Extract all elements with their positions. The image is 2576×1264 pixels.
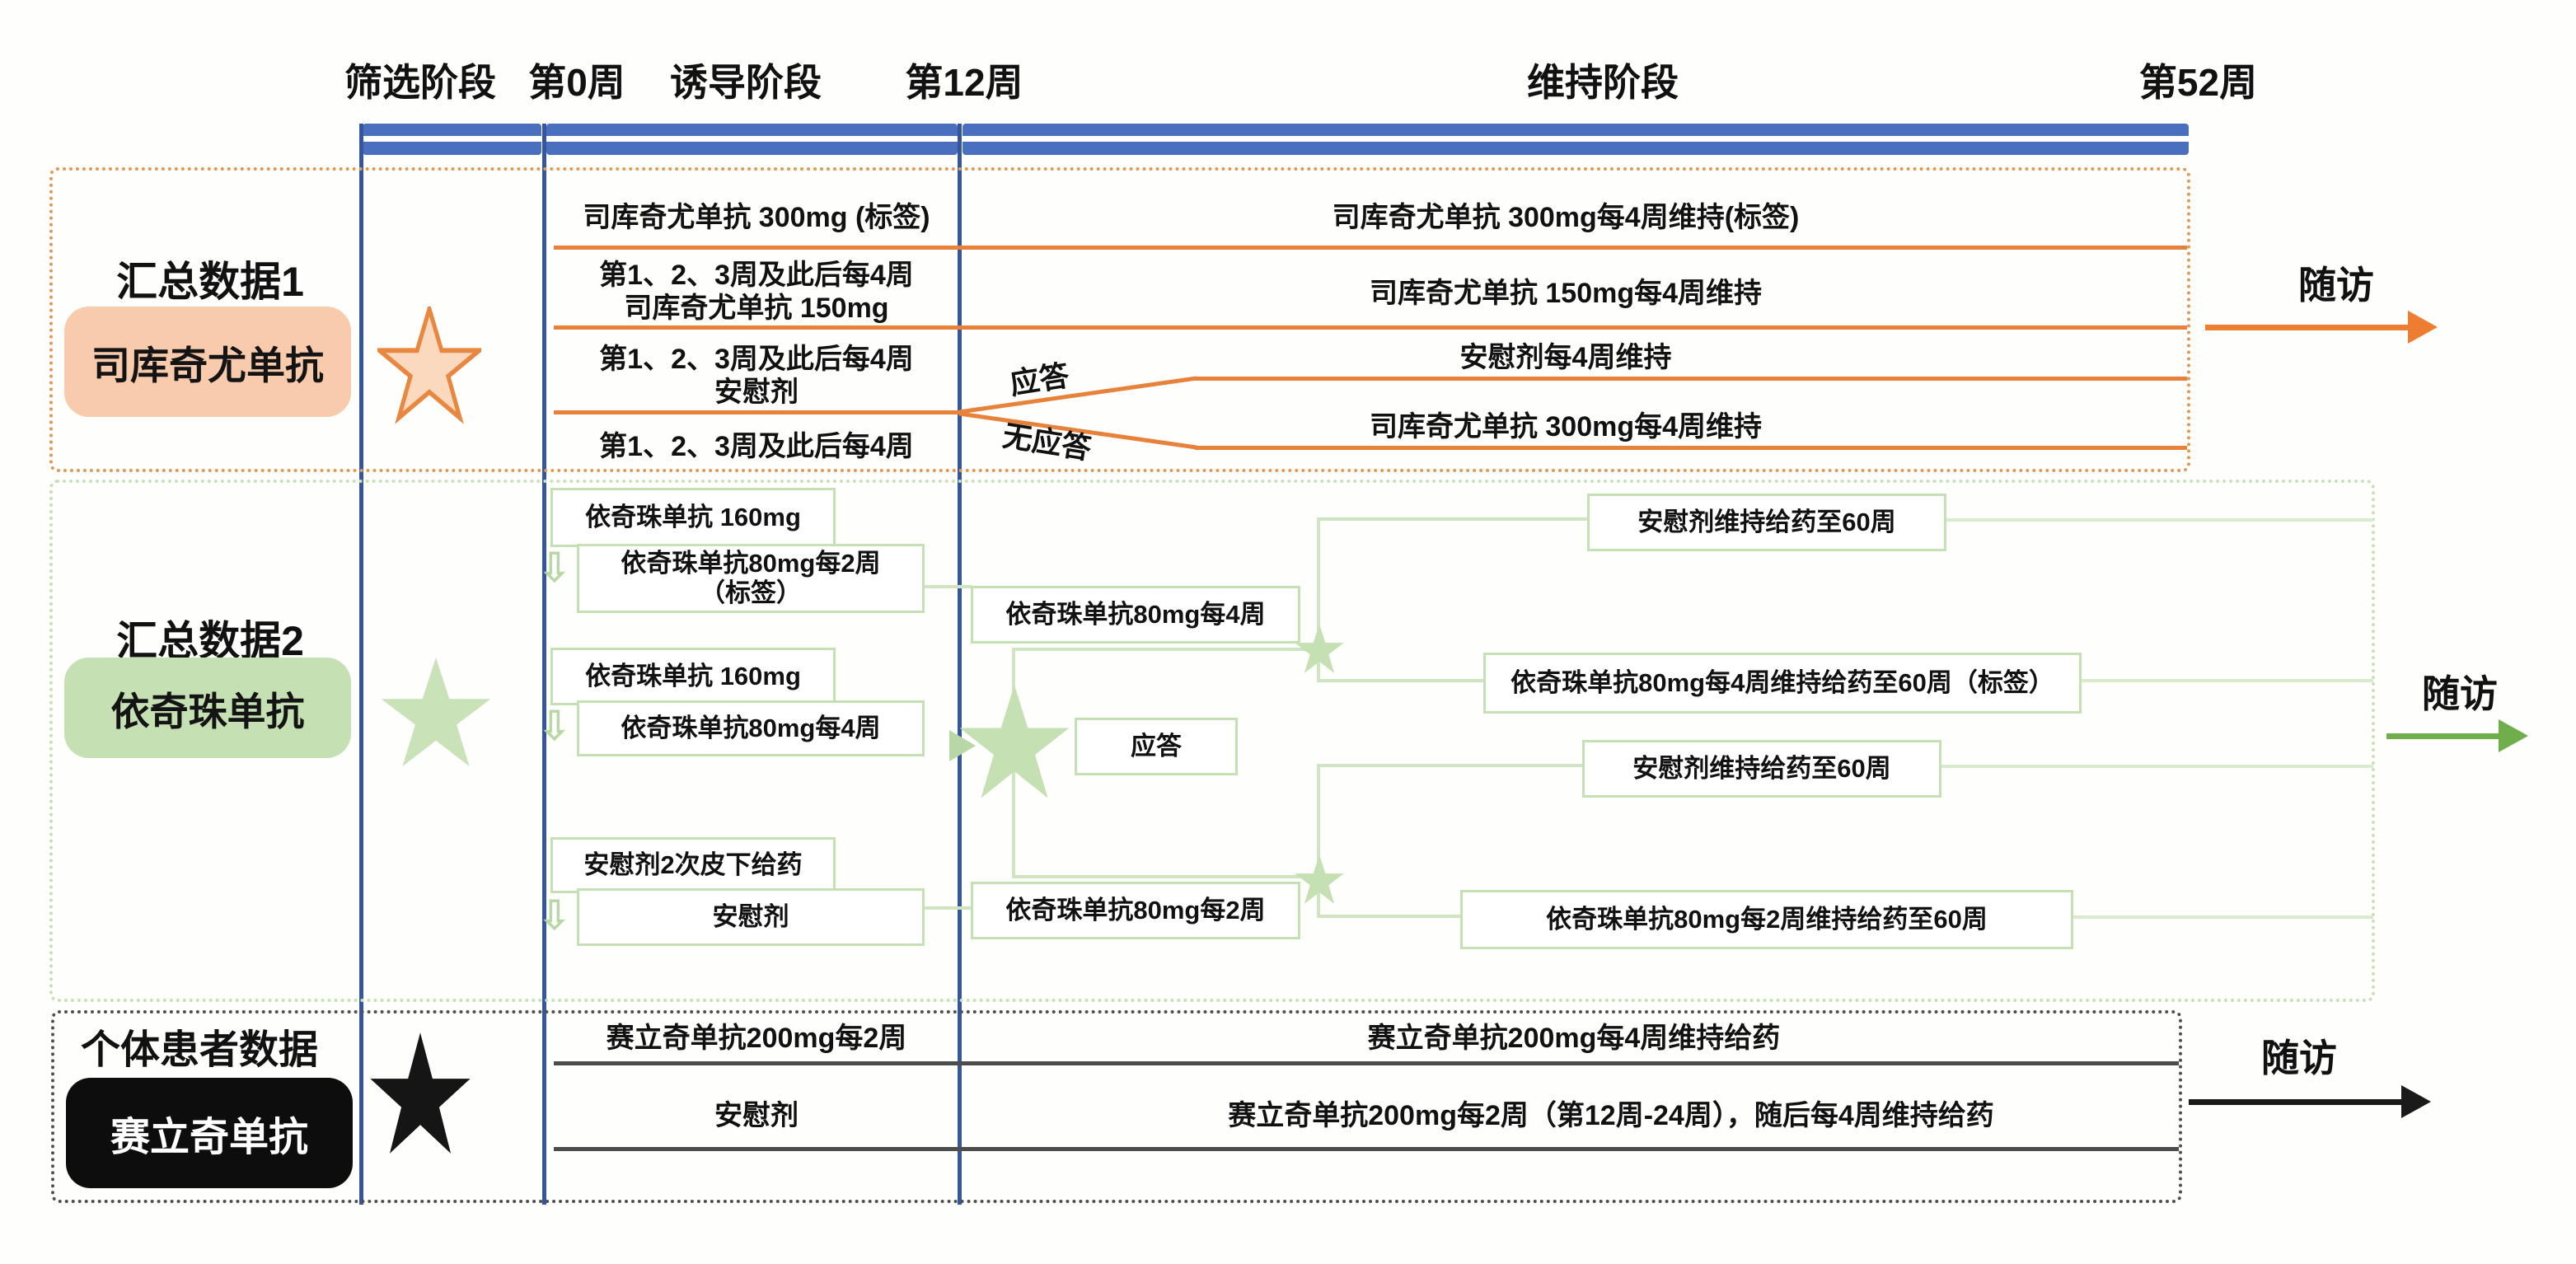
responder-branch-lines: [958, 376, 1197, 450]
bracket2-vertical: [1317, 764, 1320, 918]
s1-maintenance-row: 司库奇尤单抗 150mg每4周维持: [1369, 278, 1763, 309]
week0-line: [542, 124, 546, 1205]
s1-induction-row: 司库奇尤单抗 300mg (标签): [583, 202, 930, 233]
s3-followup-arrow: [2189, 1099, 2401, 1105]
week52-label: 第52周: [2138, 61, 2258, 104]
s2-maintenance-box: 安慰剂维持给药至60周: [1582, 740, 1941, 798]
s1-maintenance-row: 司库奇尤单抗 300mg每4周维持(标签): [1332, 202, 1800, 233]
m2-exit-line: [2077, 679, 2373, 682]
s2-induction-box: 安慰剂: [577, 888, 925, 946]
down-arrow-icon: ⇩: [537, 892, 572, 939]
s2-week12-box: 依奇珠单抗80mg每2周: [971, 882, 1300, 939]
week12-label: 第12周: [905, 61, 1023, 104]
s1-followup-label: 随访: [2298, 264, 2374, 307]
phase-label-maintenance: 维持阶段: [1527, 61, 1679, 104]
week12-line: [958, 124, 962, 1205]
timeline-bar-maintenance: [962, 124, 2189, 155]
s2-induction-box: 依奇珠单抗 160mg: [550, 648, 836, 705]
connector-a2-w4: [918, 585, 972, 588]
lane-line-responder: [1195, 377, 2187, 381]
big-bracket-bottom: [1012, 875, 1320, 878]
black-star-icon: [370, 1032, 471, 1154]
s2-induction-box: 依奇珠单抗 160mg: [550, 488, 836, 547]
section1-title: 汇总数据1: [116, 259, 304, 305]
s2-responder-box: 应答: [1075, 718, 1238, 775]
big-bracket-top: [1012, 648, 1320, 651]
section1-drug-badge: 司库奇尤单抗: [64, 307, 351, 417]
lane-line-1: [554, 246, 2187, 250]
down-arrow-icon: ⇩: [537, 545, 572, 591]
timeline-bar-screening: [363, 124, 541, 155]
s3-maintenance-row: 赛立奇单抗200mg每2周（第12周-24周），随后每4周维持给药: [1228, 1100, 1994, 1131]
m3-exit-line: [1937, 765, 2373, 768]
bracket2-top: [1317, 764, 1584, 767]
s1-induction-row: 第1、2、3周及此后每4周 安慰剂: [599, 344, 914, 408]
s2-maintenance-box: 依奇珠单抗80mg每2周维持给药至60周: [1460, 890, 2073, 949]
lane-line-nonresponder: [1195, 446, 2187, 450]
week0-label: 第0周: [528, 61, 625, 104]
section2-frame: [49, 480, 2375, 1002]
s1-followup-arrowhead: [2408, 311, 2438, 344]
s3-followup-label: 随访: [2261, 1037, 2337, 1079]
s2-followup-label: 随访: [2422, 672, 2498, 715]
m1-exit-line: [1941, 518, 2373, 522]
s2-induction-box: 依奇珠单抗80mg每4周: [577, 700, 925, 756]
connector-c2-w2: [918, 906, 972, 910]
s2-followup-arrowhead: [2499, 719, 2528, 752]
phase-label-screening: 筛选阶段: [344, 61, 496, 104]
s3-induction-row: 赛立奇单抗200mg每2周: [606, 1023, 907, 1054]
s3-lane-line-2: [554, 1147, 2179, 1151]
s3-induction-row: 安慰剂: [714, 1100, 799, 1131]
branch-star-icon: [1295, 624, 1344, 674]
s2-maintenance-box: 安慰剂维持给药至60周: [1587, 494, 1946, 551]
s1-maintenance-row: 安慰剂每4周维持: [1459, 342, 1672, 373]
screening-start-line: [359, 124, 363, 1205]
s1-followup-arrow: [2205, 325, 2408, 330]
s2-maintenance-box: 依奇珠单抗80mg每4周维持给药至60周（标签）: [1483, 653, 2082, 714]
orange-star-icon: [377, 307, 481, 424]
phase-label-induction: 诱导阶段: [670, 61, 822, 104]
green-star-icon: [381, 657, 491, 767]
s3-followup-arrowhead: [2401, 1085, 2431, 1118]
bracket2-bottom: [1317, 915, 1462, 918]
branch-star-icon: [1295, 854, 1344, 905]
s2-induction-box: 安慰剂2次皮下给药: [550, 837, 836, 893]
bracket1-bottom: [1317, 679, 1485, 682]
s1-induction-row: 第1、2、3周及此后每4周 司库奇尤单抗 150mg: [599, 260, 914, 324]
s1-induction-row: 第1、2、3周及此后每4周: [599, 431, 914, 462]
section2-drug-badge: 依奇珠单抗: [64, 658, 351, 758]
lane-line-2: [554, 325, 2187, 330]
section3-frame: [51, 1010, 2182, 1203]
lane-line-3-induction: [554, 410, 961, 414]
m4-exit-line: [2068, 915, 2373, 919]
timeline-bar-induction: [546, 124, 958, 155]
section2-title: 汇总数据2: [116, 618, 304, 664]
bracket1-vertical: [1317, 517, 1320, 682]
bracket1-top: [1317, 517, 1589, 521]
section3-title: 个体患者数据: [80, 1028, 318, 1072]
s2-induction-box: 依奇珠单抗80mg每2周 （标签）: [577, 544, 925, 613]
section1-frame: [49, 167, 2190, 472]
week12-star-icon: [959, 685, 1070, 798]
s2-followup-arrow: [2386, 733, 2499, 739]
s3-maintenance-row: 赛立奇单抗200mg每4周维持给药: [1367, 1023, 1781, 1054]
s1-maintenance-row: 司库奇尤单抗 300mg每4周维持: [1369, 411, 1763, 442]
down-arrow-icon: ⇩: [537, 703, 572, 749]
section3-drug-badge: 赛立奇单抗: [66, 1078, 353, 1188]
s3-lane-line-1: [554, 1061, 2179, 1065]
s2-week12-box: 依奇珠单抗80mg每4周: [971, 586, 1300, 644]
